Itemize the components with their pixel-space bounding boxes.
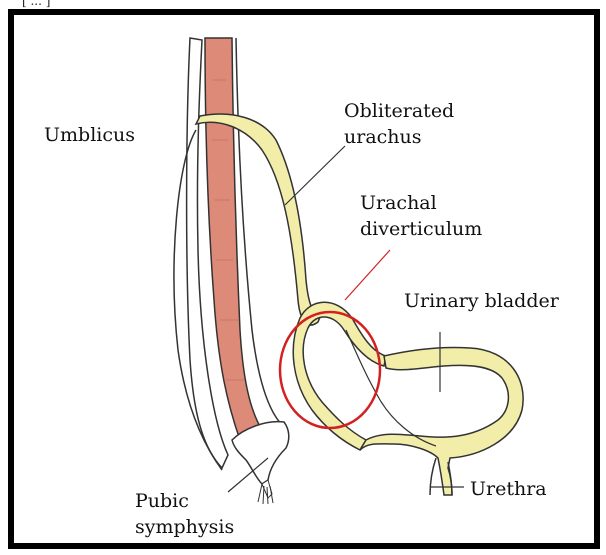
leader-diverticulum xyxy=(345,250,390,300)
label-urachal-diverticulum-1: Urachal xyxy=(360,192,437,214)
label-pubic-symphysis-1: Pubic xyxy=(135,490,189,512)
label-urethra: Urethra xyxy=(470,478,547,500)
label-urinary-bladder: Urinary bladder xyxy=(404,290,559,312)
label-obliterated-urachus-1: Obliterated xyxy=(344,100,454,122)
label-pubic-symphysis-2: symphysis xyxy=(135,516,234,538)
label-urachal-diverticulum-2: diverticulum xyxy=(360,218,482,240)
label-obliterated-urachus-2: urachus xyxy=(344,126,422,148)
label-umblicus: Umblicus xyxy=(44,124,135,146)
urinary-bladder-wall xyxy=(360,347,523,495)
leader-urachus xyxy=(285,146,345,205)
